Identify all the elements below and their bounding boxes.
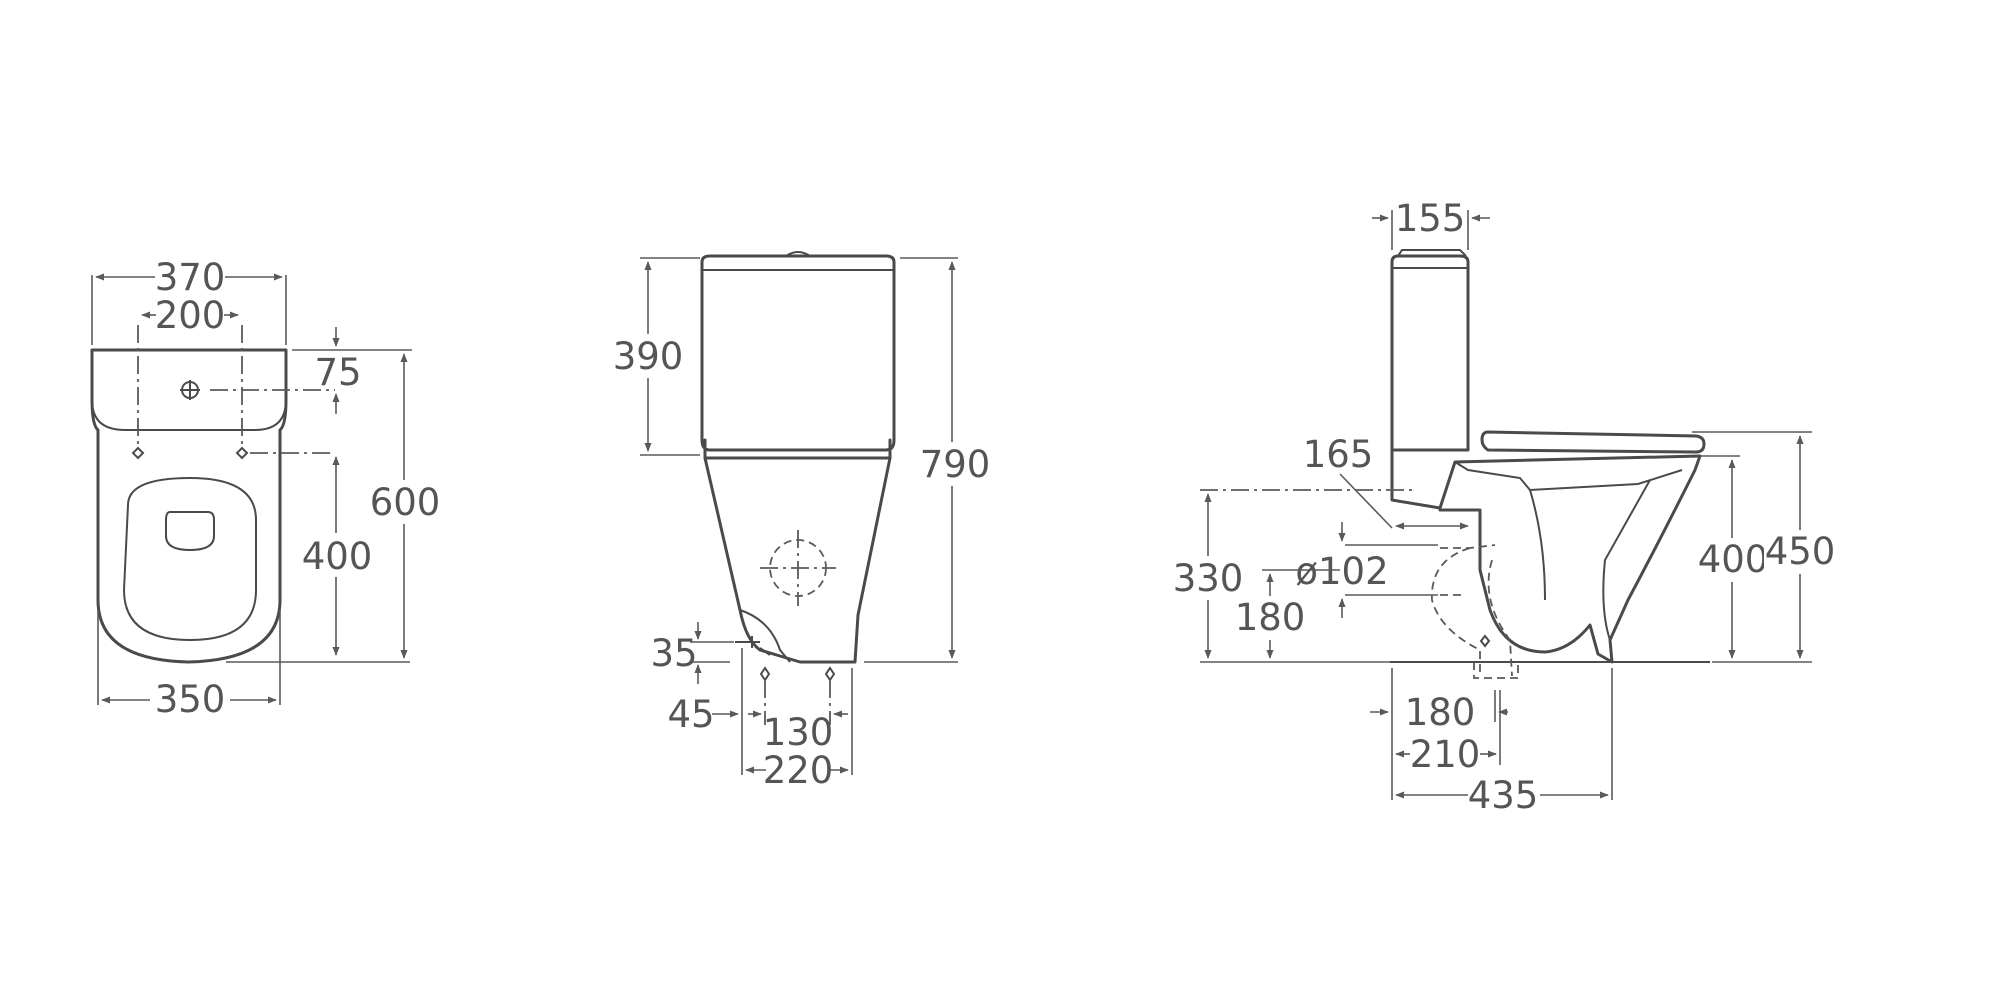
- dim-cistern-depth: 155: [1395, 197, 1466, 240]
- fixing-point-right: [235, 446, 249, 460]
- dim-top-inlet-offset: 75: [314, 351, 361, 394]
- dim-floor-outlet-setback: 180: [1405, 691, 1476, 734]
- dim-base-width: 350: [155, 678, 226, 721]
- front-view: 390 790 35 45 130 220: [612, 251, 991, 792]
- flush-button: [785, 251, 811, 257]
- side-seat: [1480, 430, 1706, 454]
- top-view-bowl: [122, 476, 257, 642]
- dim-depth: 600: [370, 481, 441, 524]
- front-outlet-marker: [760, 530, 836, 606]
- dim-fixing-centres: 200: [155, 294, 226, 337]
- dim-base-width-front: 220: [763, 749, 834, 792]
- side-cistern: [1390, 254, 1470, 452]
- dim-outlet-height: 330: [1173, 557, 1244, 600]
- dim-inlet-height: 35: [650, 632, 697, 675]
- fixing-point-left: [131, 446, 145, 460]
- top-view: 370 200 75 400 600 350: [90, 256, 442, 721]
- dim-cistern-height: 390: [613, 335, 684, 378]
- dim-cistern-to-outlet: 165: [1303, 433, 1374, 476]
- dim-fixing-to-outlet: 400: [302, 535, 373, 578]
- top-view-drain: [165, 511, 215, 552]
- dim-floor-outlet-centre: 210: [1410, 733, 1481, 776]
- dim-outlet-diameter: ø102: [1295, 550, 1388, 593]
- front-cistern: [700, 254, 896, 452]
- front-pan: [703, 456, 892, 664]
- side-outlet-hidden: [1431, 544, 1519, 679]
- dim-seat-height: 400: [1698, 538, 1769, 581]
- dim-projection: 435: [1468, 774, 1539, 817]
- top-view-cistern-edge: [91, 399, 287, 431]
- side-pan: [1390, 448, 1702, 664]
- dim-inlet-offset: 45: [667, 693, 714, 736]
- dim-overall-height: 790: [920, 443, 991, 486]
- dim-top-width: 370: [155, 256, 226, 299]
- dim-overall-rim-height: 450: [1765, 530, 1836, 573]
- side-view: 155 165 330 ø102 180 400 450: [1172, 197, 1836, 817]
- dim-foot-fixing-centres: 130: [763, 711, 834, 754]
- inlet-marker: [180, 380, 200, 400]
- dim-floor-outlet-height: 180: [1235, 596, 1306, 639]
- top-view-outline: [90, 348, 288, 664]
